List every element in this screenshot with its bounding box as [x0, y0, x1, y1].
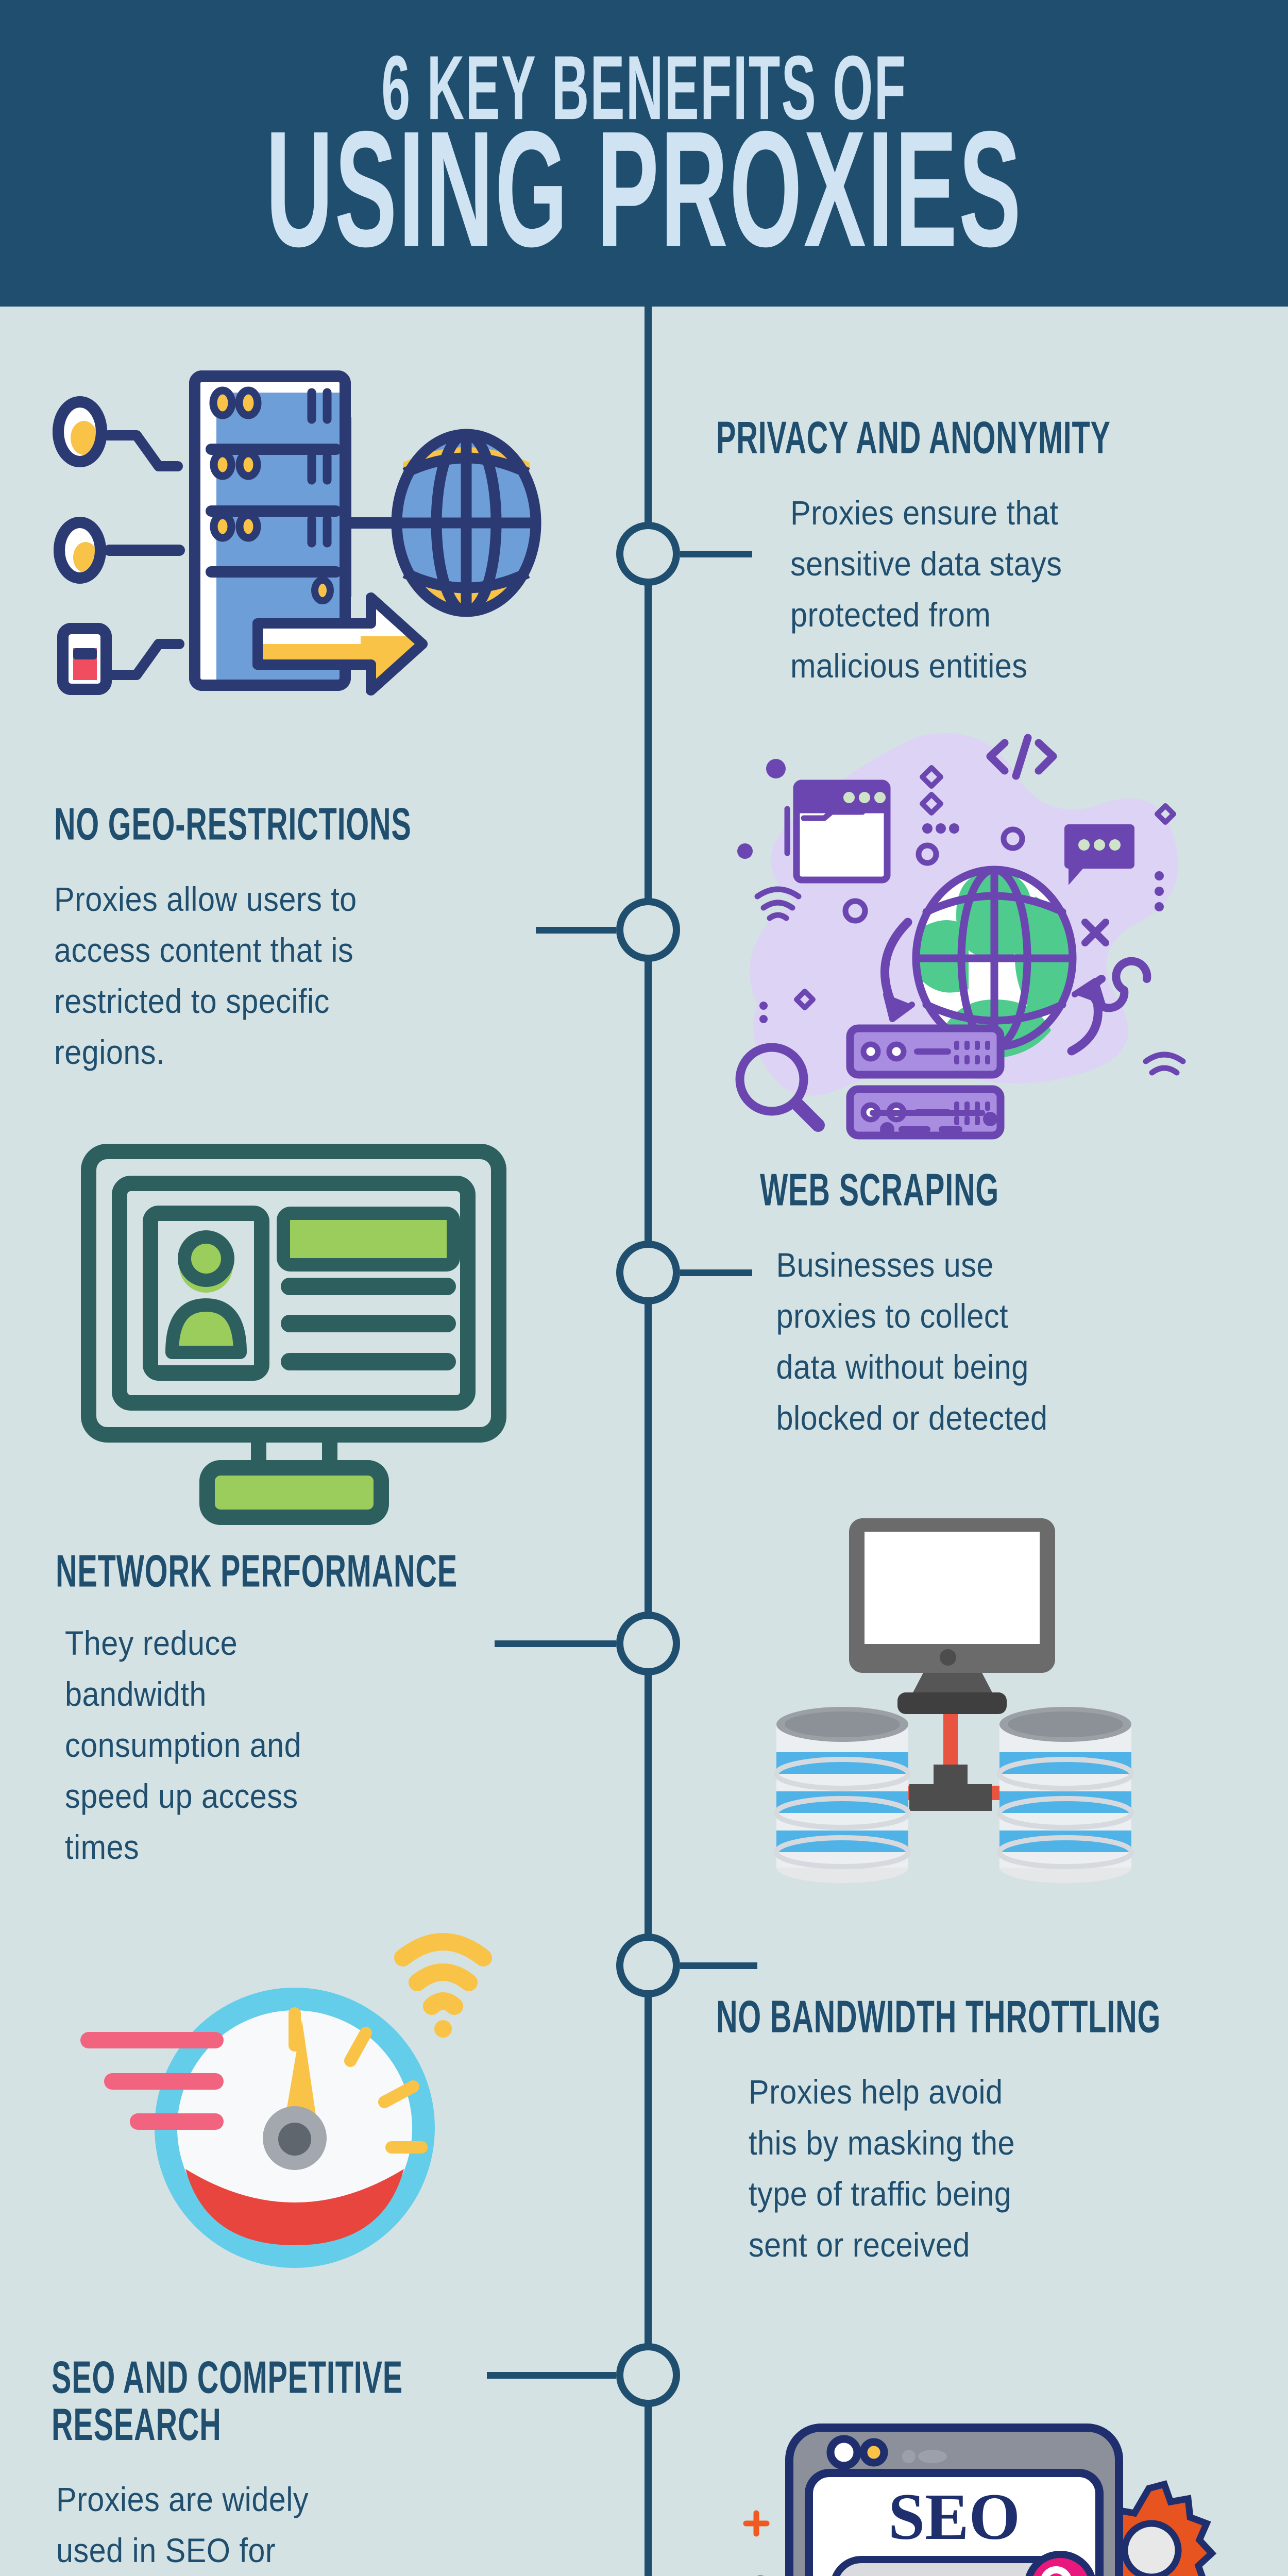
benefit-title-5: NO BANDWIDTH THROTTLING [716, 1992, 1161, 2042]
benefit-title-1: PRIVACY AND ANONYMITY [716, 413, 1111, 463]
benefit-block-2: NO GEO-RESTRICTIONS Proxies allow users … [54, 801, 569, 1078]
seo-phone-ranking-icon: SEO 1 [670, 2396, 1278, 2576]
timeline-node-3[interactable] [616, 1241, 680, 1304]
monitor-database-icon [732, 1502, 1175, 1883]
timeline-node-1[interactable] [616, 522, 680, 586]
benefit-block-6: SEO AND COMPETITIVE RESEARCH Proxies are… [52, 2354, 567, 2576]
benefit-block-1: PRIVACY AND ANONYMITY Proxies ensure tha… [716, 415, 1252, 691]
purple-network-globe-icon [696, 721, 1190, 1140]
benefit-body-1: Proxies ensure that sensitive data stays… [790, 493, 1062, 685]
benefit-title-4: NETWORK PERFORMANCE [56, 1546, 457, 1597]
benefit-title-6: SEO AND COMPETITIVE RESEARCH [52, 2352, 403, 2450]
benefit-body-4: They reduce bandwidth consumption and sp… [65, 1623, 302, 1866]
benefit-title-2: NO GEO-RESTRICTIONS [54, 799, 412, 850]
timeline-spine [645, 307, 652, 2576]
benefit-body-5: Proxies help avoid this by masking the t… [749, 2072, 1015, 2264]
timeline-node-5[interactable] [616, 1934, 680, 1997]
timeline-connector-4 [495, 1640, 616, 1647]
benefit-body-6: Proxies are widely used in SEO for keywo… [56, 2480, 309, 2569]
timeline-connector-1 [680, 551, 752, 557]
benefit-title-3: WEB SCRAPING [760, 1165, 999, 1215]
timeline-connector-3 [680, 1269, 752, 1276]
id-card-monitor-icon [77, 1141, 510, 1525]
benefit-body-3: Businesses use proxies to collect data w… [776, 1245, 1048, 1437]
benefit-body-2: Proxies allow users to access content th… [54, 879, 357, 1071]
timeline-node-2[interactable] [616, 898, 680, 962]
benefit-block-5: NO BANDWIDTH THROTTLING Proxies help avo… [716, 1994, 1288, 2270]
timeline-connector-2 [536, 927, 616, 934]
page-title: USING PROXIES [265, 97, 1023, 281]
seo-screen-title: SEO [888, 2480, 1020, 2553]
timeline-node-6[interactable] [616, 2343, 680, 2407]
timeline-connector-6 [487, 2372, 616, 2379]
timeline-node-4[interactable] [616, 1612, 680, 1675]
benefit-block-4: NETWORK PERFORMANCE They reduce bandwidt… [56, 1548, 571, 1873]
speedometer-wifi-icon [77, 1901, 531, 2313]
header-subtitle: 6 KEY BENEFITS OF [381, 36, 907, 139]
server-rack-globe-icon [31, 355, 577, 706]
timeline-connector-5 [680, 1962, 757, 1969]
benefit-block-3: WEB SCRAPING Businesses use proxies to c… [760, 1167, 1275, 1444]
infographic-header: 6 KEY BENEFITS OF USING PROXIES [0, 0, 1288, 307]
